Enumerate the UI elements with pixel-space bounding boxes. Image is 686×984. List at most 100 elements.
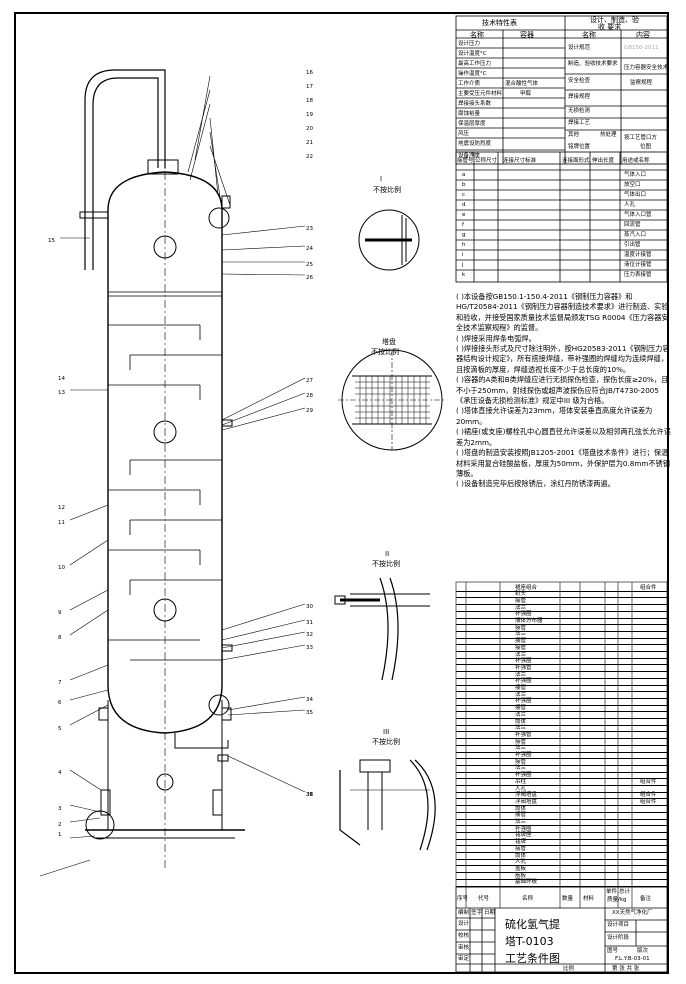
view-i-scale: 不按比例 — [373, 186, 401, 194]
balloon-number: 11 — [58, 520, 65, 526]
parts-row-line — [456, 684, 667, 686]
tech-row-name: 腐蚀裕量 — [458, 111, 481, 117]
parts-row-line — [456, 771, 667, 773]
parts-row-name: 接管 — [515, 644, 527, 651]
balloon-number: 28 — [306, 393, 313, 399]
parts-row-name: 补强圈 — [515, 772, 532, 779]
tech-row-name: 设备净重 — [458, 153, 481, 159]
tech-right-name: 焊接工艺 — [568, 120, 591, 126]
nozzle-header-length: 伸出长度 — [592, 158, 615, 164]
drawing-title-line-3: 工艺条件图 — [505, 952, 560, 965]
technical-notes: ( )本设备按GB150.1-150.4-2011《钢制压力容器》和HG/T20… — [456, 292, 671, 490]
parts-row-line — [456, 845, 667, 847]
parts-row-name: 接管 — [515, 705, 527, 712]
parts-row-name: 人孔 — [515, 785, 527, 792]
balloon-number: 30 — [306, 604, 313, 610]
balloon-number: 9 — [58, 610, 62, 616]
col-header-content: 内容 — [636, 31, 650, 39]
tech-side-note-2: 监察规程 — [630, 80, 653, 86]
view-iii-label: III — [383, 728, 390, 736]
nozzle-row-no: h — [462, 242, 466, 248]
parts-row-name: 筒体 — [515, 718, 527, 725]
nozzle-row-no: k — [462, 272, 466, 278]
parts-row-line — [456, 677, 667, 679]
tech-row-name: 设计温度°C — [458, 51, 487, 57]
role-label: 设计 — [458, 921, 470, 927]
balloon-number: 32 — [306, 632, 313, 638]
parts-row-name: 基础环板 — [515, 879, 538, 886]
parts-row-name: 封头 — [515, 591, 527, 598]
nozzle-header-no: 接管号 — [457, 158, 474, 164]
balloon-number: 18 — [306, 98, 313, 104]
nozzle-row-use: 液位计接管 — [624, 262, 652, 268]
parts-row-line — [456, 604, 667, 606]
balloon-number: 14 — [58, 376, 65, 382]
parts-row-line — [456, 838, 667, 840]
sheet-count: 第 张 共 张 — [612, 966, 640, 972]
design-project-label: 设计项目 — [607, 922, 630, 928]
parts-row-name: 法兰 — [515, 819, 527, 825]
parts-row-line — [456, 644, 667, 646]
balloon-number: 3 — [58, 806, 62, 812]
nozzle-row-use: 气体入口管 — [624, 212, 652, 218]
parts-row-line — [456, 724, 667, 726]
note-item: ( )焊接接头形式及尺寸除注明外，按HG20583-2011《钢制压力容器结构设… — [456, 344, 670, 374]
parts-row-line — [456, 885, 667, 887]
parts-row-name: 补强圈 — [515, 611, 532, 618]
balloon-number: 19 — [306, 112, 313, 118]
parts-row-line — [456, 651, 667, 652]
tech-side-note-3: 按工艺管口方 — [624, 135, 658, 141]
parts-row-line — [456, 852, 667, 853]
parts-header-remark: 备注 — [640, 896, 652, 902]
parts-header-total: 总计 — [619, 889, 631, 895]
parts-row-line — [456, 637, 667, 639]
tech-row-value: 甲醇 — [520, 91, 532, 97]
balloon-number: 2 — [58, 822, 62, 828]
parts-header-material: 材料 — [583, 896, 595, 902]
tech-table-title: 技术特性表 — [482, 19, 517, 27]
parts-row-name: 浮阀塔盘 — [515, 798, 538, 805]
nozzle-row-no: g — [462, 232, 466, 238]
note-item: ( )焊接采用焊条电弧焊。 — [456, 333, 536, 343]
tech-row-name: 焊接接头系数 — [458, 101, 492, 107]
balloon-number: 26 — [306, 275, 313, 281]
parts-row-line — [456, 691, 667, 693]
tech-side-note-1: 压力容器安全技术 — [624, 65, 669, 71]
parts-row-line — [456, 657, 667, 659]
parts-row-name: 补强圈 — [515, 678, 532, 685]
tech-table-header-right-2: 收 要求 — [598, 23, 622, 31]
tech-right-name: 铭牌位置 — [568, 144, 591, 150]
parts-row-name: 接管 — [515, 845, 527, 852]
parts-row-line — [456, 704, 667, 706]
nozzle-row-no: i — [462, 252, 464, 258]
drawing-title-line-1: 硫化氢气提 — [505, 918, 560, 931]
parts-row-remark: 组合件 — [640, 778, 657, 785]
parts-row-name: 筒体 — [515, 805, 527, 812]
role-label: 审核 — [458, 945, 470, 951]
parts-row-line — [456, 764, 667, 766]
parts-row-name: 接管 — [515, 738, 527, 745]
parts-row-line — [456, 718, 667, 719]
balloon-number: 37 — [306, 792, 313, 798]
parts-row-remark: 组合件 — [640, 798, 657, 805]
drawing-no-label: 图号 — [607, 948, 619, 954]
tech-side-note-4: 位图 — [640, 144, 652, 150]
parts-row-line — [456, 878, 667, 880]
balloon-number: 7 — [58, 680, 62, 686]
balloon-number: 34 — [306, 697, 313, 703]
parts-header-qty: 数量 — [562, 896, 574, 902]
parts-row-line — [456, 872, 667, 874]
design-stage-label: 设计阶段 — [607, 935, 630, 941]
balloon-number: 21 — [306, 140, 313, 146]
nozzle-row-use: 放空口 — [624, 182, 641, 188]
parts-row-line — [456, 831, 667, 833]
parts-row-line — [456, 744, 667, 746]
nozzle-row-no: j — [462, 262, 464, 268]
view-ii-label: II — [385, 550, 390, 558]
parts-header-no: 序号 — [457, 896, 469, 902]
parts-row-name: 法兰 — [515, 604, 527, 611]
nozzle-row-use: 气体出口 — [624, 192, 647, 198]
parts-row-name: 补强圈 — [515, 698, 532, 705]
note-item: ( )容器的A类和B类焊缝应进行无损探伤检查，探伤长度≥20%，且不小于250m… — [456, 375, 669, 406]
parts-row-line — [456, 805, 667, 807]
